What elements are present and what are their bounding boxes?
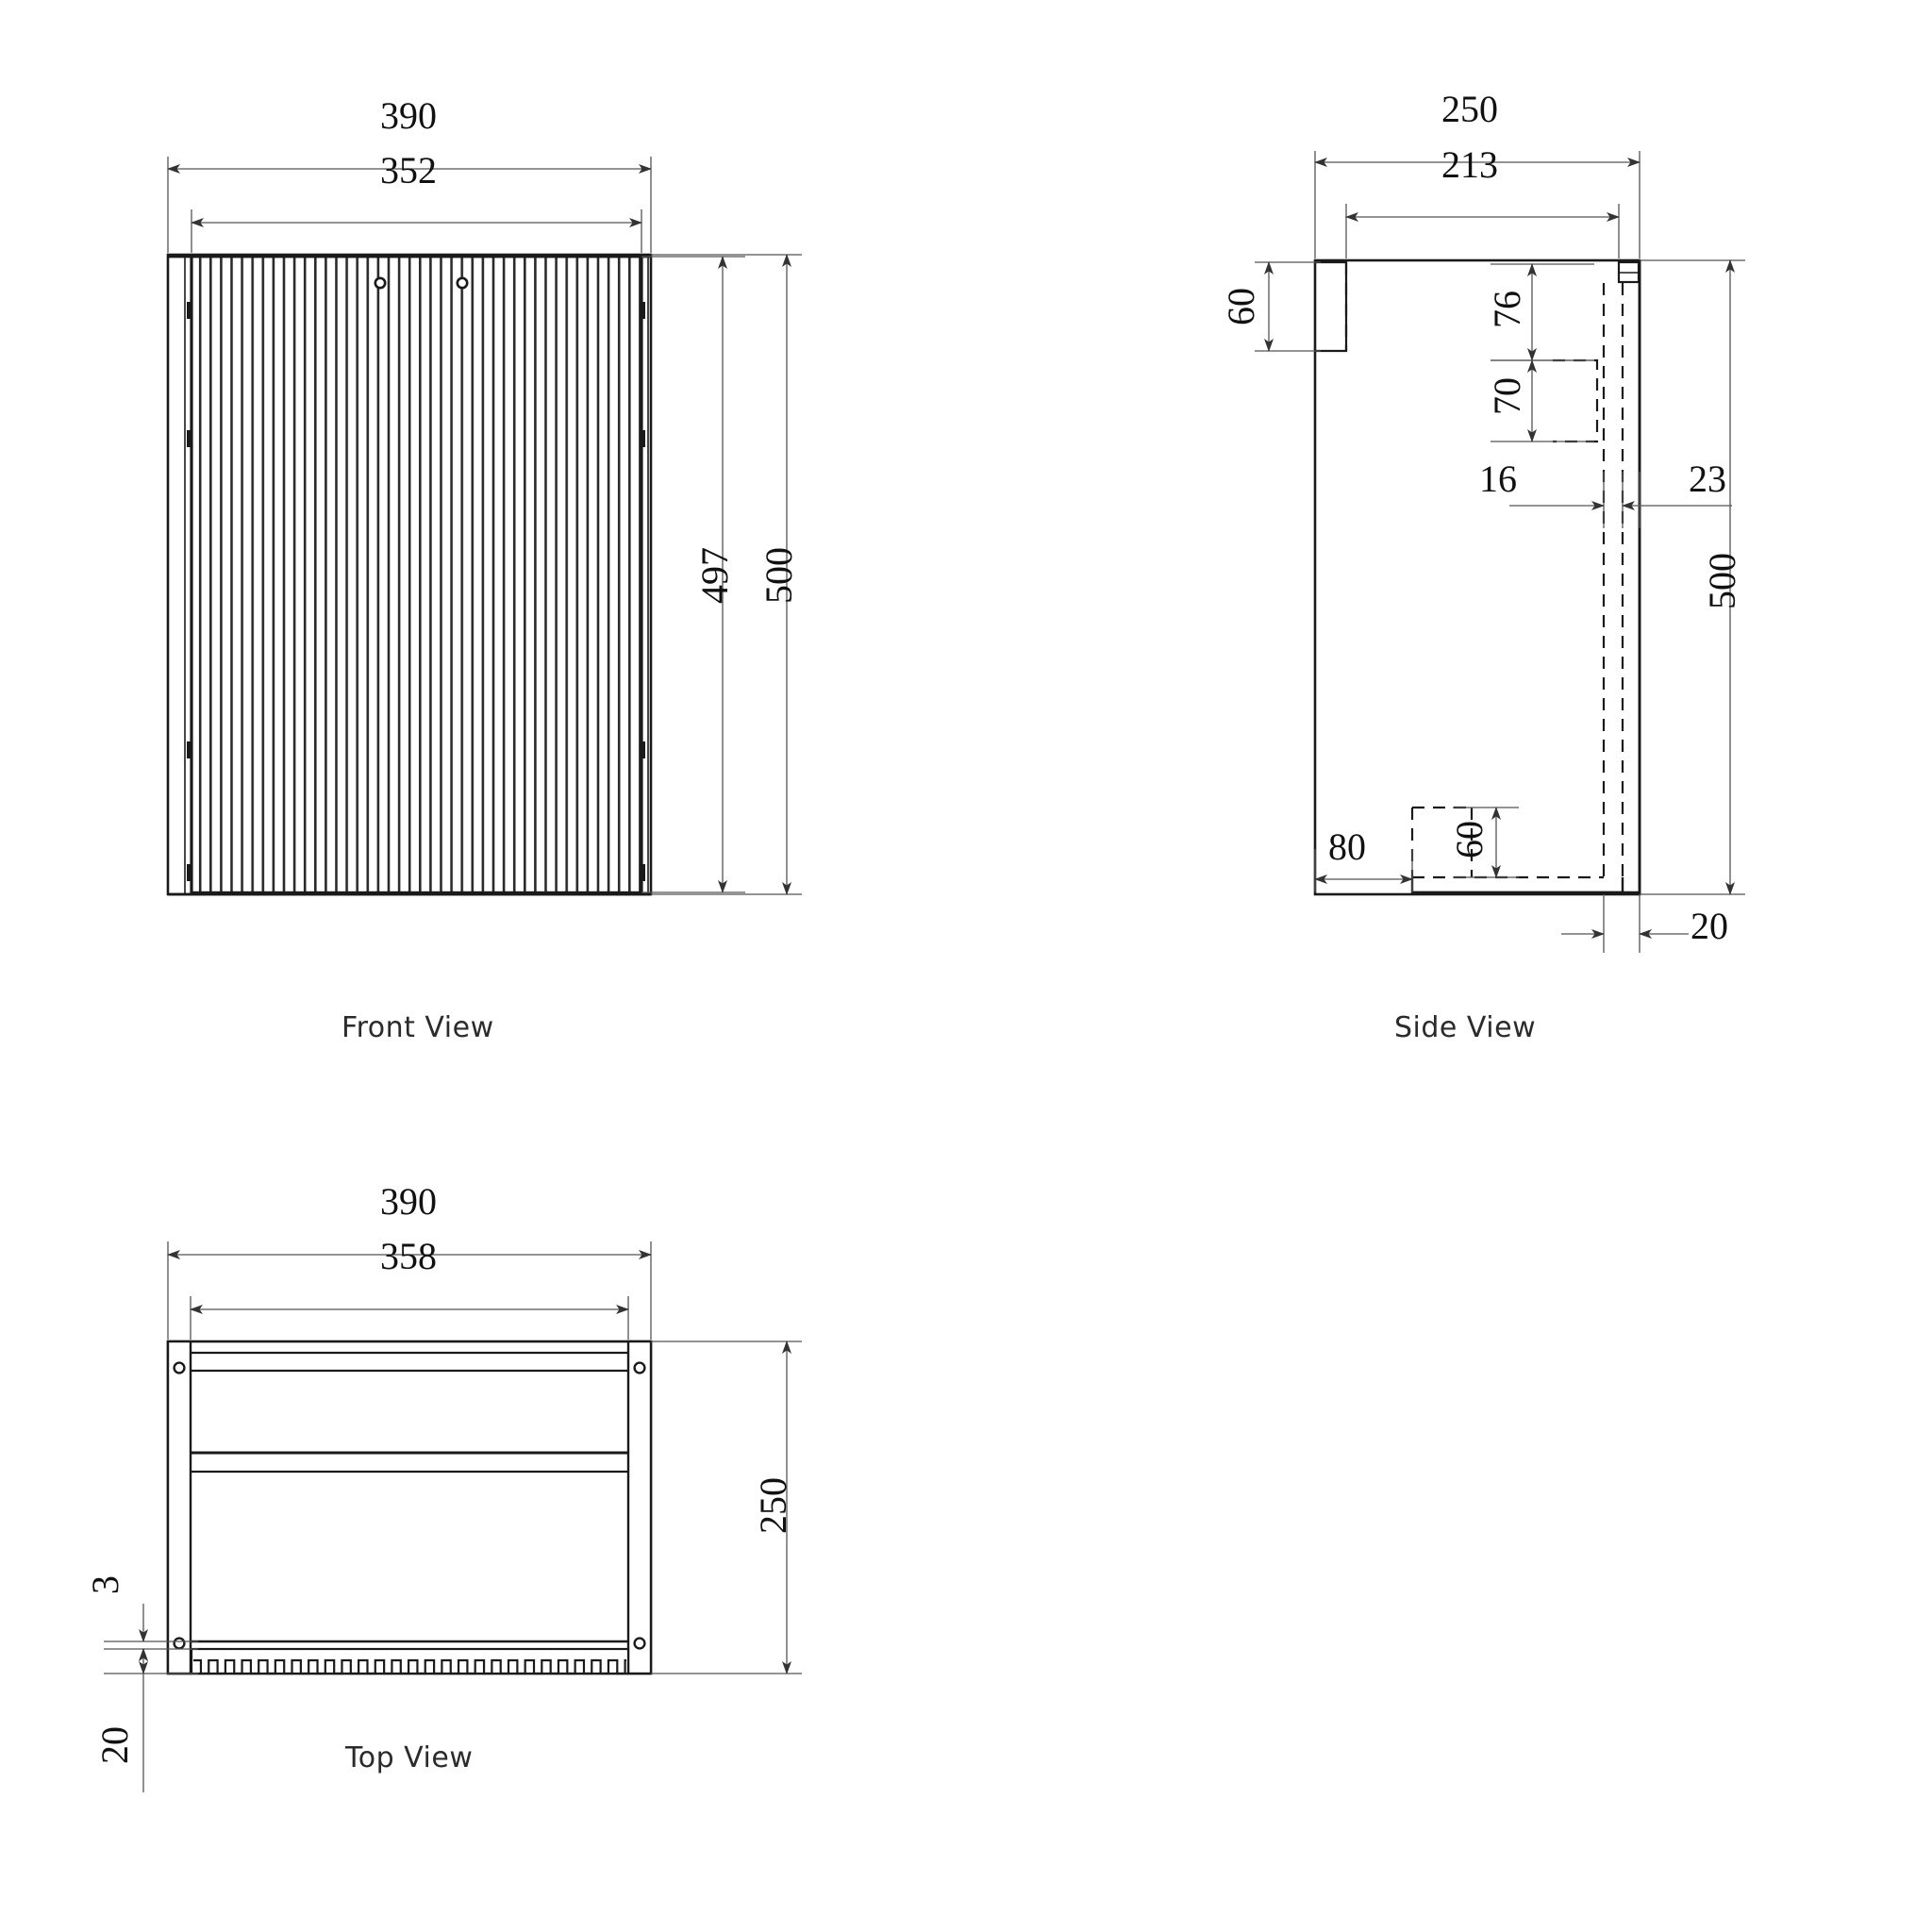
side-view-dim-60-base: 60 — [1448, 821, 1491, 858]
side-view-dim-76: 76 — [1486, 291, 1528, 328]
top-view-serrated-strip — [190, 1647, 630, 1675]
side-view-dim-60-top: 60 — [1220, 288, 1262, 325]
side-view-dimension-lines — [1255, 151, 1745, 953]
side-view-label: Side View — [1394, 1011, 1537, 1044]
side-view-dim-23: 23 — [1689, 458, 1726, 500]
side-view-dim-70: 70 — [1486, 377, 1528, 415]
top-view-dim-390: 390 — [380, 1180, 437, 1223]
top-view-label: Top View — [345, 1741, 474, 1774]
top-view-dim-20: 20 — [93, 1726, 136, 1764]
top-view-dim-250: 250 — [752, 1477, 794, 1534]
top-view-dim-3: 3 — [84, 1575, 126, 1594]
front-view-dim-497: 497 — [693, 547, 736, 604]
front-view-dim-390: 390 — [380, 94, 437, 137]
side-view-dim-500: 500 — [1701, 553, 1743, 609]
side-view-geometry — [1313, 258, 1641, 896]
top-view-geometry — [166, 1340, 653, 1675]
side-view-dim-20: 20 — [1690, 905, 1728, 947]
front-view-label: Front View — [341, 1011, 494, 1044]
side-view-dim-80: 80 — [1328, 825, 1366, 868]
side-view-dim-213: 213 — [1441, 143, 1498, 186]
top-view-dim-358: 358 — [380, 1235, 437, 1277]
front-view-dimension-lines — [167, 157, 802, 895]
front-view-geometry — [166, 253, 653, 896]
top-view-dimension-lines — [104, 1241, 802, 1792]
front-view-dim-352: 352 — [380, 149, 437, 192]
front-view-mounting-holes — [374, 276, 469, 290]
front-view-dim-500: 500 — [758, 547, 800, 604]
side-view-dim-250: 250 — [1441, 88, 1498, 130]
side-view-dim-16: 16 — [1479, 458, 1517, 500]
